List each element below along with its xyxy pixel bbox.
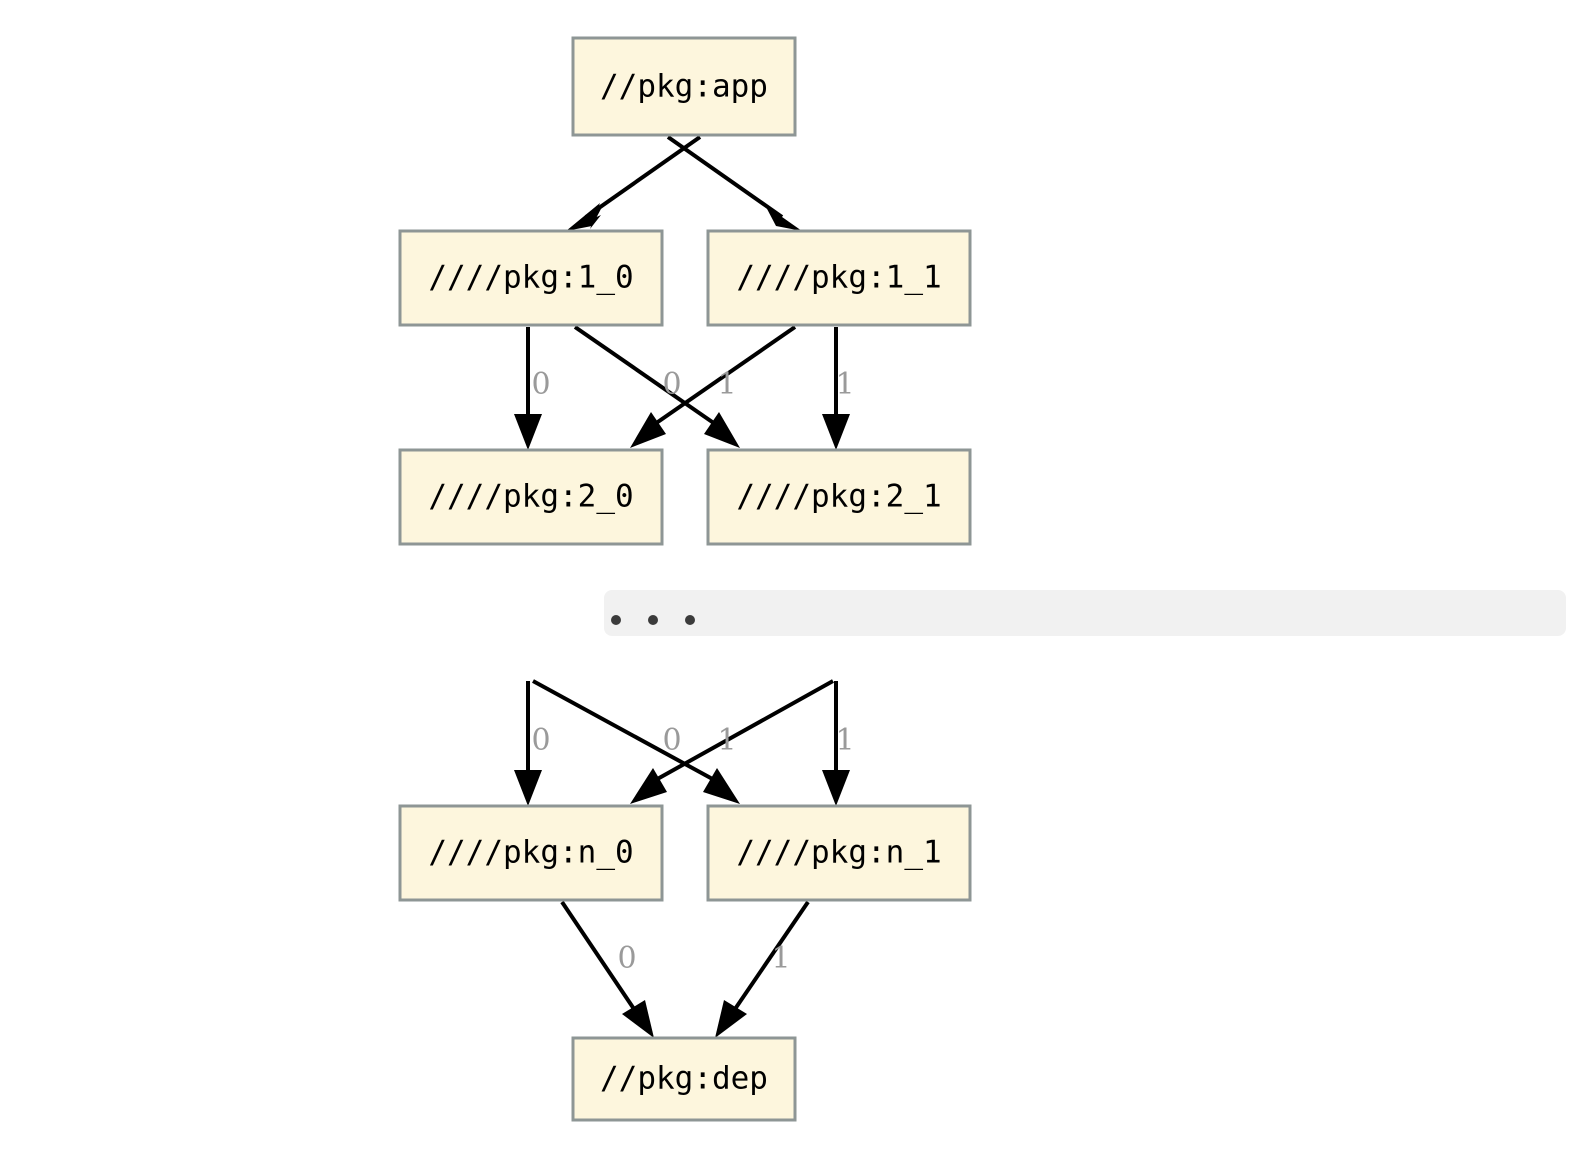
ellipsis-dot: [685, 615, 695, 625]
arrowhead-icon: [514, 770, 542, 806]
arrowhead-icon: [703, 768, 740, 804]
node-box[interactable]: [706, 804, 972, 902]
node-dep[interactable]: //pkg:dep: [571, 1036, 797, 1122]
edge-line: [584, 135, 702, 219]
edge-label: 0: [662, 367, 681, 402]
edge-line: [651, 679, 834, 784]
ellipsis-group: [604, 590, 1566, 636]
edge-line: [731, 900, 810, 1014]
edge-label: 1: [835, 723, 854, 758]
edge-app-to-1_0: [566, 135, 702, 231]
node-box[interactable]: [571, 1036, 797, 1122]
edge-label: 1: [717, 367, 736, 402]
edge-label: 0: [662, 723, 681, 758]
edge-label: 1: [771, 941, 790, 976]
node-box[interactable]: [571, 36, 797, 137]
node-label: ////pkg:2_0: [428, 479, 633, 515]
edge-line: [650, 325, 797, 428]
node-2_0[interactable]: ////pkg:2_0: [398, 448, 664, 546]
node-label: //pkg:app: [600, 69, 768, 105]
edge-label: 0: [531, 367, 550, 402]
edge-app-to-1_1: [666, 135, 802, 231]
arrowhead-icon: [630, 768, 667, 804]
node-label: ////pkg:n_0: [428, 835, 633, 871]
node-box[interactable]: [706, 229, 972, 327]
arrowhead-icon: [566, 205, 603, 231]
edge-label: 0: [531, 723, 550, 758]
edge-line: [573, 325, 720, 428]
arrowhead-icon: [622, 1000, 654, 1038]
edge-n_1-to-dep: 1: [715, 900, 810, 1038]
node-n_1[interactable]: ////pkg:n_1: [706, 804, 972, 902]
edge-line: [560, 900, 638, 1014]
edge-line: [532, 679, 719, 784]
arrowhead-icon: [630, 412, 666, 448]
node-app[interactable]: //pkg:app: [571, 36, 797, 137]
edge-1_0-to-2_0: 0: [514, 327, 551, 450]
arrowhead-icon: [704, 412, 740, 448]
edge-label: 0: [617, 941, 636, 976]
ellipsis-dot: [648, 615, 658, 625]
node-label: ////pkg:n_1: [736, 835, 941, 871]
edge-n_0-to-dep: 0: [560, 900, 654, 1038]
arrowhead-icon: [822, 770, 850, 806]
edge-hidden-to-n_1-cross: 0: [532, 679, 740, 804]
edge-hidden-to-n_0-cross: 1: [630, 679, 834, 804]
node-1_0[interactable]: ////pkg:1_0: [398, 229, 664, 327]
node-box[interactable]: [398, 804, 664, 902]
arrowhead-icon: [822, 414, 850, 450]
ellipsis-dot: [611, 615, 621, 625]
node-label: //pkg:dep: [600, 1061, 768, 1097]
node-1_1[interactable]: ////pkg:1_1: [706, 229, 972, 327]
node-box[interactable]: [706, 448, 972, 546]
edge-hidden-to-n_1-right: 1: [822, 681, 855, 806]
node-box[interactable]: [398, 229, 664, 327]
edge-1_1-to-2_1: 1: [822, 327, 855, 450]
ellipsis-band: [604, 590, 1566, 636]
node-label: ////pkg:1_0: [428, 260, 633, 296]
node-n_0[interactable]: ////pkg:n_0: [398, 804, 664, 902]
arrowhead-icon: [765, 205, 802, 231]
edge-1_0-to-2_1: 0: [573, 325, 740, 448]
edge-label: 1: [835, 367, 854, 402]
arrowhead-icon: [514, 414, 542, 450]
edge-line: [666, 135, 784, 219]
arrowhead-icon: [715, 1000, 747, 1038]
node-label: ////pkg:1_1: [736, 260, 941, 296]
node-box[interactable]: [398, 448, 664, 546]
edge-hidden-to-n_0-left: 0: [514, 681, 551, 806]
node-2_1[interactable]: ////pkg:2_1: [706, 448, 972, 546]
edge-1_1-to-2_0: 1: [630, 325, 797, 448]
edge-label: 1: [717, 723, 736, 758]
node-label: ////pkg:2_1: [736, 479, 941, 515]
